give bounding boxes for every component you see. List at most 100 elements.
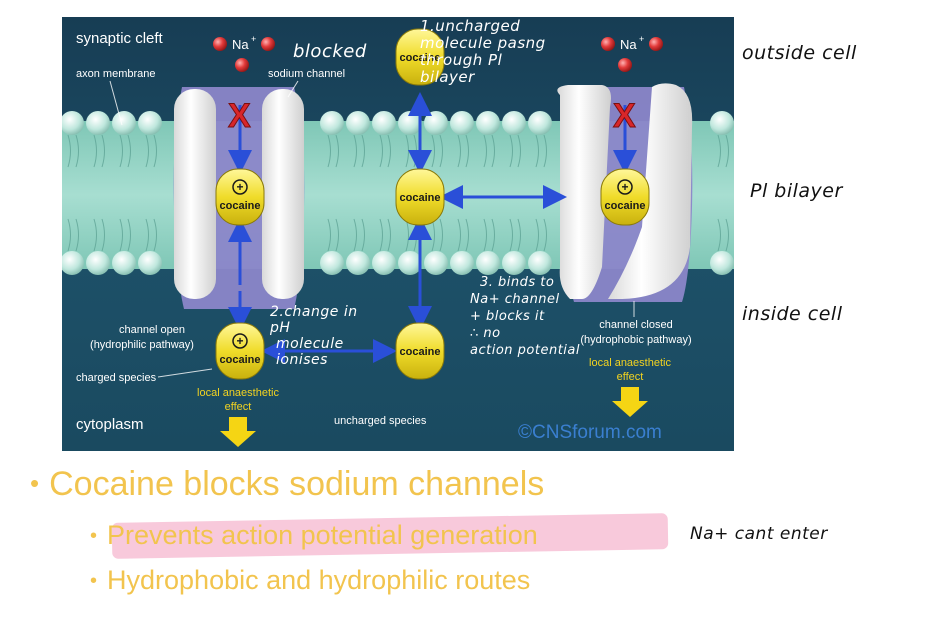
annotation-blocked: blocked [293,41,367,62]
cocaine-charged: cocaine + [600,168,650,226]
lipid-head-bead [86,111,110,135]
svg-text:cocaine: cocaine [605,200,646,212]
svg-text:channel open: channel open [119,324,185,336]
annotation-inside-cell: inside cell [742,303,843,325]
cocaine-charged: cocaine+ [215,322,265,380]
lipid-head-bead [346,111,370,135]
lipid-tail [543,134,547,168]
svg-text:cocaine: cocaine [400,192,441,204]
lipid-tail [535,218,539,252]
lipid-tail [379,134,383,168]
svg-text:Na: Na [620,37,637,52]
lipid-tail [509,218,513,252]
lipid-tail [335,134,339,168]
annotation-note-1: 1.uncharged molecule pasng through Pl bi… [420,17,546,86]
lipid-tail [379,218,383,252]
sodium-channel-label: sodium channel [268,68,345,80]
lipid-head-bead [424,251,448,275]
lipid-head-bead [346,251,370,275]
svg-text:cocaine: cocaine [220,354,261,366]
lipid-tail [75,134,79,168]
lipid-head-bead [112,111,136,135]
annotation-note-2: 2.change in pH molecule ionises [270,304,358,368]
cocaine-uncharged: cocaine [395,168,445,226]
lipid-tail [353,134,357,168]
copyright-label: ©CNSforum.com [518,422,662,443]
lipid-head-bead [398,111,422,135]
lipid-tail [353,218,357,252]
cocaine-uncharged: cocaine [395,28,445,86]
lipid-tail [101,134,105,168]
annotation-outside-cell: outside cell [742,42,857,64]
lipid-tail [145,218,149,252]
svg-text:(hydrophobic pathway): (hydrophobic pathway) [580,334,691,346]
svg-text:+: + [621,180,628,194]
lipid-tail [517,134,521,168]
bullet-main: •Cocaine blocks sodium channels [30,465,545,503]
lipid-tail [75,218,79,252]
svg-text:+: + [251,34,256,44]
lipid-tail [465,218,469,252]
lipid-head-bead [138,111,162,135]
bullet-sub-2: •Hydrophobic and hydrophilic routes [90,565,531,595]
uncharged-species-label: uncharged species [334,415,427,427]
lipid-tail [725,218,729,252]
lipid-tail [335,218,339,252]
lipid-tail [483,134,487,168]
lipid-heads [62,111,734,275]
svg-text:cocaine: cocaine [220,200,261,212]
lipid-head-bead [528,111,552,135]
lipid-tail [491,134,495,168]
lipid-tail [491,218,495,252]
charged-species-label: charged species [76,372,157,384]
lipid-tail [387,218,391,252]
lipid-head-bead [62,251,84,275]
lipid-tail [67,134,71,168]
svg-text:effect: effect [617,371,644,383]
cocaine-molecules: cocaine+cocaine+cocainecocainecocainecoc… [215,28,650,380]
lipid-head-bead [476,251,500,275]
lipid-tail [145,134,149,168]
lipid-head-bead [528,251,552,275]
lipid-head-bead [320,111,344,135]
lipid-tail [725,134,729,168]
svg-text:X: X [228,97,251,135]
lipid-head-bead [320,251,344,275]
lipid-tail [517,218,521,252]
bullet-sub-1: •Prevents action potential generation [90,520,538,550]
lipid-head-bead [112,251,136,275]
lipid-head-bead [424,111,448,135]
sodium-ions: Na + Na + [213,34,663,72]
lipid-tail [361,134,365,168]
lipid-tail [535,134,539,168]
lipid-tail [465,134,469,168]
lipid-tail [153,134,157,168]
lipid-tail [119,218,123,252]
svg-text:(hydrophilic pathway): (hydrophilic pathway) [90,339,194,351]
svg-text:+: + [236,180,243,194]
lipid-tail [67,218,71,252]
lipid-tail [101,218,105,252]
lipid-head-bead [372,251,396,275]
lipid-tail [127,134,131,168]
lipid-tail [119,134,123,168]
lipid-tail [327,218,331,252]
lipid-tail [431,134,435,168]
cocaine-charged: cocaine + [215,168,265,226]
lipid-head-bead [86,251,110,275]
block-marks: X X [228,97,637,136]
svg-text:channel closed: channel closed [599,319,672,331]
lipid-tail [327,134,331,168]
cytoplasm-label: cytoplasm [76,416,144,433]
svg-text:effect: effect [225,401,252,413]
lipid-tail [387,134,391,168]
lipid-head-bead [450,111,474,135]
lipid-head-bead [502,251,526,275]
lipid-head-bead [710,111,734,135]
lipid-head-bead [476,111,500,135]
annotation-na-cant-enter: Na+ cant enter [690,524,828,544]
lipid-tail [457,218,461,252]
axon-membrane-label: axon membrane [76,68,156,80]
lipid-tail [457,134,461,168]
lipid-tail [153,218,157,252]
